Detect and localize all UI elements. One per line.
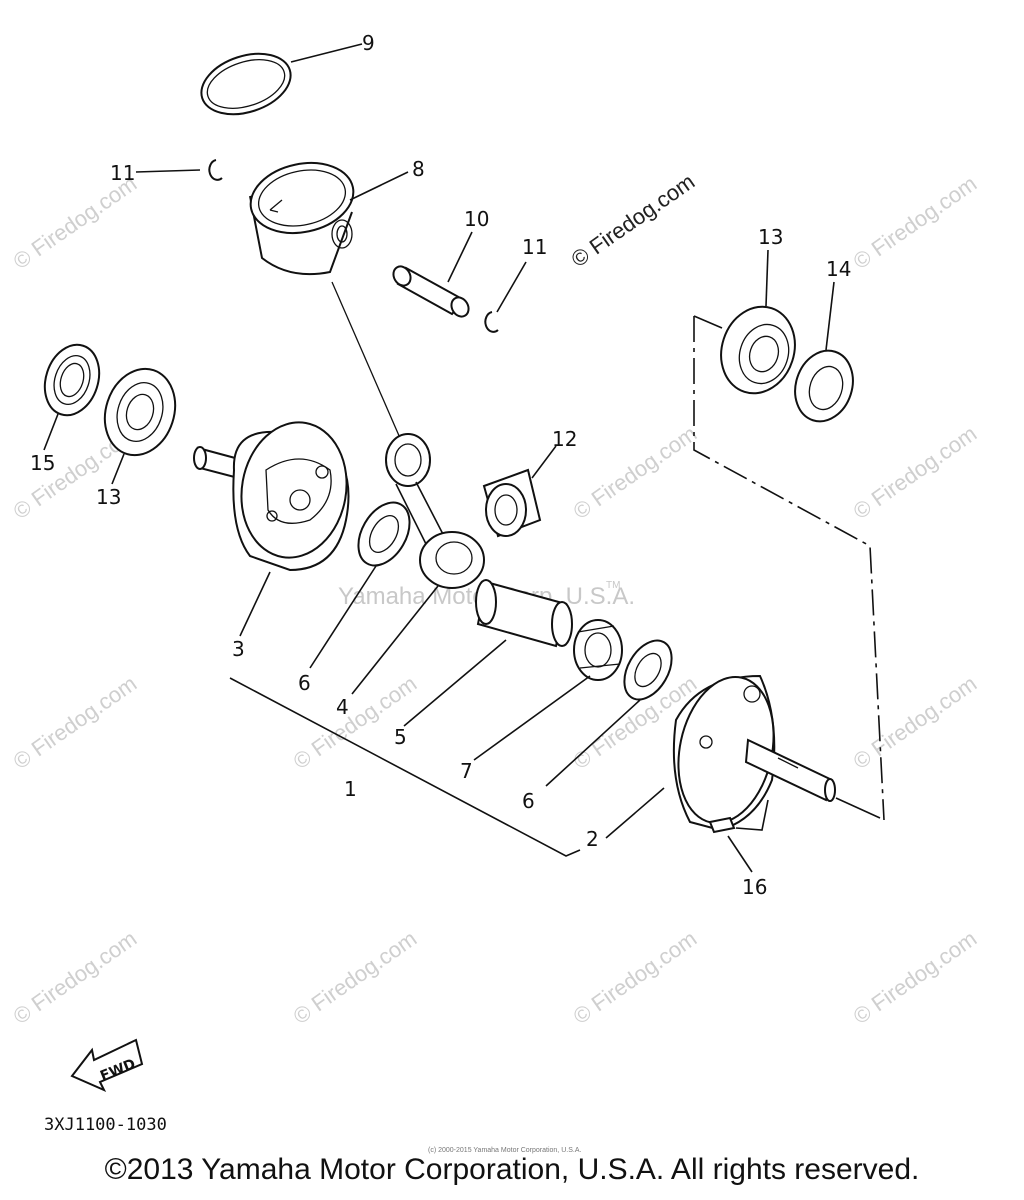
callout-11: 11 xyxy=(110,161,135,185)
part-piston-pin xyxy=(392,231,473,318)
callout-5: 5 xyxy=(394,725,407,749)
part-crank-pin xyxy=(403,579,573,727)
watermark: © Firedog.com xyxy=(849,421,982,524)
callout-6: 6 xyxy=(522,789,535,813)
watermark: © Firedog.com xyxy=(849,171,982,274)
part-crank-left xyxy=(193,421,350,637)
callout-13: 13 xyxy=(758,225,783,249)
callout-9: 9 xyxy=(362,31,375,55)
drawing-code: 3XJ1100-1030 xyxy=(44,1115,167,1135)
callout-15: 15 xyxy=(30,451,55,475)
part-piston xyxy=(249,162,409,439)
part-circlip-lower xyxy=(484,261,527,333)
part-bearing-left xyxy=(103,367,177,485)
fine-print: (c) 2000-2015 Yamaha Motor Corporation, … xyxy=(428,1147,581,1154)
watermark: © Firedog.com xyxy=(289,926,422,1029)
callout-2: 2 xyxy=(586,827,599,851)
callout-labels: 9 11 8 10 11 13 14 15 13 12 3 6 4 5 1 7 … xyxy=(30,31,851,899)
callout-4: 4 xyxy=(336,695,349,719)
watermark: © Firedog.com xyxy=(569,421,702,524)
part-bearing-right xyxy=(720,249,796,395)
callout-10: 10 xyxy=(464,207,489,231)
watermark: © Firedog.com xyxy=(9,671,142,774)
fwd-arrow-icon: FWD xyxy=(70,1038,144,1093)
callout-6: 6 xyxy=(298,671,311,695)
callout-3: 3 xyxy=(232,637,245,661)
callout-1: 1 xyxy=(344,777,357,801)
watermark: © Firedog.com xyxy=(849,671,982,774)
callout-13: 13 xyxy=(96,485,121,509)
part-washer-right xyxy=(545,639,673,787)
watermark: © Firedog.com xyxy=(9,926,142,1029)
watermark: © Firedog.com xyxy=(569,926,702,1029)
trademark-mark: TM xyxy=(606,580,620,591)
part-big-end-bearing xyxy=(473,619,623,761)
part-small-end-bearing xyxy=(482,445,557,538)
callout-16: 16 xyxy=(742,875,767,899)
watermark: © Firedog.com xyxy=(9,171,142,274)
part-piston-ring xyxy=(200,43,363,116)
callout-12: 12 xyxy=(552,427,577,451)
part-oil-seal-right xyxy=(794,281,854,423)
callout-11: 11 xyxy=(522,235,547,259)
watermark: © Firedog.com xyxy=(849,926,982,1029)
part-oil-seal-left xyxy=(43,343,101,451)
part-connecting-rod xyxy=(351,433,485,695)
part-circlip-upper xyxy=(135,159,223,181)
callout-8: 8 xyxy=(412,157,425,181)
part-woodruff-key xyxy=(708,799,769,873)
callout-14: 14 xyxy=(826,257,851,281)
firedog-logo-text: © Firedog.com xyxy=(567,169,700,272)
assembly-bracket xyxy=(229,315,885,857)
part-washer-left xyxy=(309,501,411,669)
copyright-notice: ©2013 Yamaha Motor Corporation, U.S.A. A… xyxy=(104,1153,920,1186)
callout-7: 7 xyxy=(460,759,473,783)
